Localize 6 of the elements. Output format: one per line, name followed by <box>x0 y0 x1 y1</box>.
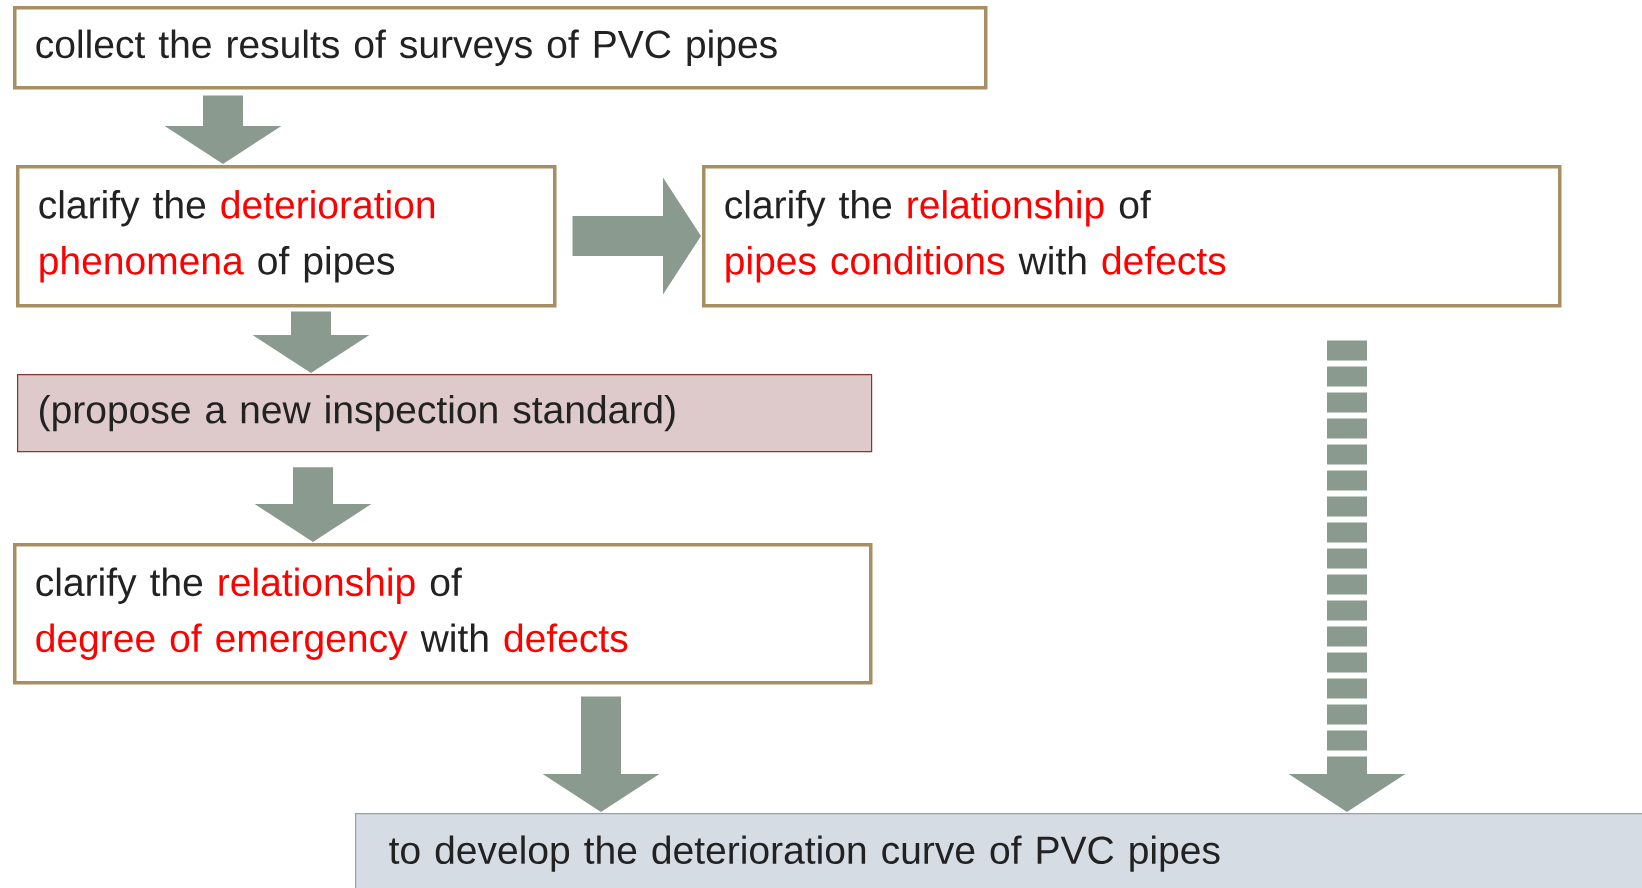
process-box: collect the results of surveys of PVC pipes <box>13 6 988 90</box>
process-box: to develop the deterioration curve of PVC pipes <box>355 813 1642 888</box>
process-box: clarify the relationship of degree of emergency with defects <box>13 543 873 685</box>
process-box: clarify the relationship of pipes conditions with defects <box>702 165 1562 308</box>
process-box: clarify the deterioration phenomena of pipes <box>16 165 557 308</box>
process-box: (propose a new inspection standard) <box>17 374 873 453</box>
